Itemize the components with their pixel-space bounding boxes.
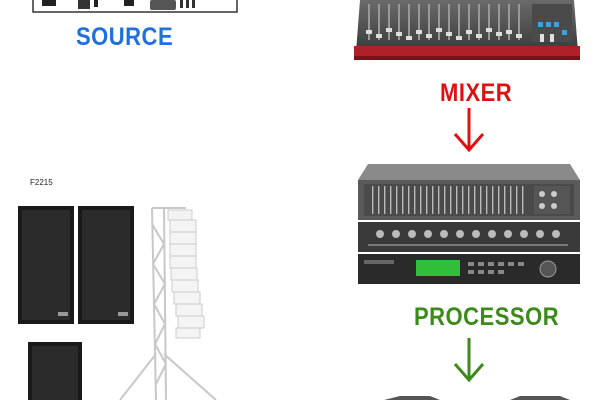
arrow-down-icon [452, 336, 486, 384]
arrow-down-icon [452, 106, 486, 154]
mixer-label: MIXER [440, 78, 513, 107]
source-label: SOURCE [76, 22, 174, 51]
amplifier-image [370, 393, 580, 400]
speaker-cabinet-left [18, 206, 74, 324]
source-equipment-image [32, 0, 238, 14]
line-array-truss-image [116, 204, 226, 400]
speaker-model-label: F2215 [30, 178, 53, 187]
processor-label: PROCESSOR [414, 302, 560, 331]
subwoofer-cabinet [28, 342, 82, 400]
mixer-image [354, 0, 580, 62]
processor-rack-image [358, 164, 580, 286]
speaker-cabinet-right [78, 206, 134, 324]
